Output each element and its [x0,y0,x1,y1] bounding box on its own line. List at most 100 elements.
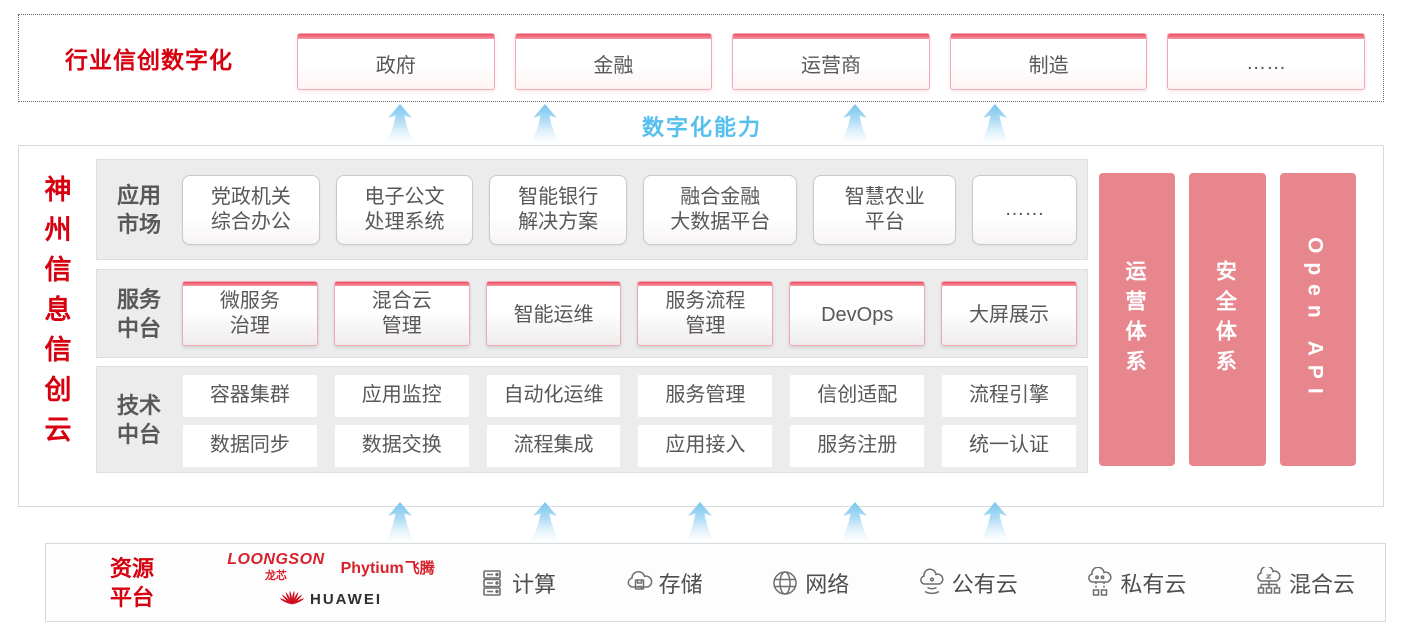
tech-box: 数据同步 [182,423,318,468]
tech-box: 信创适配 [789,373,926,418]
resource-item: 计算 [476,567,556,599]
tech-box: 自动化运维 [485,373,622,418]
compute-icon [476,567,508,599]
private-cloud-icon [1084,566,1116,599]
app-box: 智慧农业平台 [813,174,957,245]
box-accent-bar [334,282,469,286]
tech-row: 容器集群应用监控自动化运维服务管理信创适配流程引擎 [182,373,1077,418]
pillar: 安全体系 [1189,173,1266,466]
resource-item: 存储 [623,567,703,599]
vendor-logos: LOONGSON 龙芯 Phytium飞腾 HUAWEI [196,550,466,614]
tech-row: 数据同步数据交换流程集成应用接入服务注册统一认证 [182,423,1077,468]
huawei-wordmark: HUAWEI [310,590,382,608]
industry-banner-title: 行业信创数字化 [65,47,233,73]
vendor-row: HUAWEI [279,584,382,614]
industry-box: 运营商 [732,33,930,90]
pillar: Open API [1279,173,1356,466]
app-box: 电子公文处理系统 [335,174,474,245]
industry-box: 制造 [949,33,1148,90]
band-items: 党政机关综合办公 电子公文处理系统 智能银行解决方案 融合金融大数据平台 智慧农业平台 …… [182,160,1078,259]
resource-item: 私有云 [1084,566,1187,599]
service-box: DevOps [789,281,926,346]
capability-label: 数字化能力 [641,115,762,140]
box-accent-bar [486,282,621,286]
industry-label: 金融 [593,55,634,77]
box-accent-bar [950,34,1147,39]
service-box: 大屏展示 [941,281,1077,346]
phytium-cn-label: 飞腾 [404,559,435,577]
industry-label: 运营商 [800,55,861,77]
storage-icon [623,567,655,599]
box-accent-bar [638,282,773,286]
band-app-market: 应用市场 党政机关综合办公电子公文处理系统智能银行解决方案融合金融大数据平台智慧… [96,159,1088,260]
box-accent-bar [1168,34,1364,39]
cloud-title: 神州信息信创云 [44,175,72,445]
box-label: 智能银行解决方案 [518,185,599,233]
tech-box: 服务注册 [789,423,926,468]
up-arrow-icon [383,104,417,144]
up-arrow-icon [383,502,417,542]
box-label: 服务流程管理 [665,289,746,337]
industry-box: 金融 [514,33,713,90]
industry-label: 制造 [1028,55,1069,77]
box-label: 融合金融大数据平台 [670,185,771,233]
box-accent-bar [733,34,929,39]
resource-item-label: 网络 [805,571,850,597]
tech-box: 流程集成 [485,423,622,468]
tech-box: 流程引擎 [941,373,1077,418]
box-label: 党政机关综合办公 [210,185,291,233]
resource-item: 混合云 [1253,566,1355,599]
up-arrow-icon [528,502,562,542]
huawei-logo: HUAWEI [279,587,382,611]
industry-row: 政府 金融 运营商 制造 …… [297,33,1365,90]
loongson-cn-label: 龙芯 [264,570,287,582]
band-label: 服务中台 [116,286,161,341]
loongson-logo: LOONGSON 龙芯 [227,551,324,583]
resource-item-label: 存储 [658,571,703,597]
band-label: 技术中台 [116,392,161,447]
service-box: 智能运维 [485,281,622,346]
band-tech-platform: 技术中台 容器集群应用监控自动化运维服务管理信创适配流程引擎数据同步数据交换流程… [96,366,1088,473]
vendor-row: LOONGSON 龙芯 Phytium飞腾 [227,550,434,584]
app-box: 融合金融大数据平台 [642,174,798,245]
huawei-flower-icon [279,587,305,611]
band-items: 容器集群应用监控自动化运维服务管理信创适配流程引擎数据同步数据交换流程集成应用接… [182,367,1077,472]
up-arrow-icon [528,104,562,144]
resource-item-label: 私有云 [1120,571,1187,597]
tech-box: 服务管理 [637,373,774,418]
app-box: …… [972,174,1078,245]
tech-box: 应用接入 [637,423,774,468]
box-accent-bar [183,282,317,286]
up-arrow-icon [683,502,717,542]
box-label: 微服务治理 [219,289,280,337]
tech-box: 统一认证 [941,423,1077,468]
box-label: 智慧农业平台 [844,185,925,233]
box-label: 混合云管理 [371,289,432,337]
loongson-wordmark: LOONGSON [227,551,325,568]
resource-items: 计算 存储 网络 公有云 私有云 混合云 [476,544,1355,621]
up-arrow-icon [978,502,1012,542]
app-box: 智能银行解决方案 [489,174,627,245]
industry-box: 政府 [297,33,495,90]
resource-item: 公有云 [916,567,1018,599]
tech-box: 数据交换 [333,423,470,468]
box-label: 智能运维 [513,303,594,326]
industry-label: …… [1246,52,1287,74]
hybrid-cloud-icon [1253,566,1285,599]
phytium-wordmark: Phytium [340,559,404,577]
resource-item-label: 公有云 [951,571,1018,597]
tech-box: 应用监控 [333,373,470,418]
industry-box: …… [1167,33,1365,90]
box-accent-bar [790,282,925,286]
box-label: 电子公文处理系统 [364,185,445,233]
resource-item: 网络 [769,567,849,599]
cloud-platform-panel: 神州信息信创云 应用市场 党政机关综合办公电子公文处理系统智能银行解决方案融合金… [18,145,1384,507]
network-icon [769,567,801,599]
box-accent-bar [515,34,712,39]
resource-item-label: 混合云 [1288,571,1355,597]
